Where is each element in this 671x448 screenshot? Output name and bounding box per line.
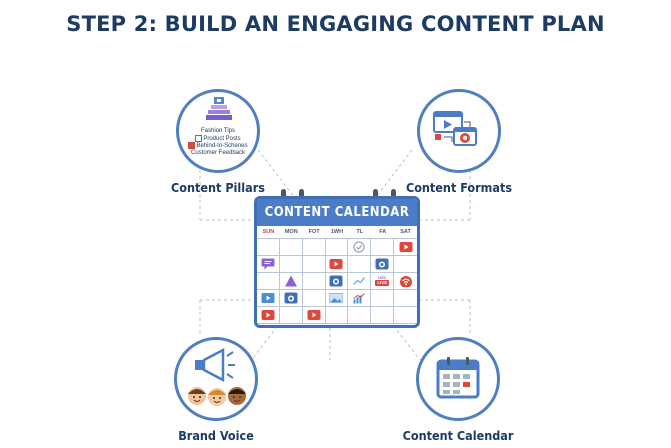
calendar-cell[interactable] <box>394 256 417 273</box>
calendar-cell[interactable] <box>325 307 349 324</box>
calendar-cell[interactable] <box>394 239 417 256</box>
calendar-cell[interactable] <box>394 273 417 290</box>
calendar-cell[interactable]: LIRC LIVE <box>371 273 395 290</box>
pillar-item: Product Posts <box>179 135 257 144</box>
live-badge-top: LIRC <box>378 276 387 280</box>
megaphone-icon <box>195 348 235 382</box>
image-icon <box>329 293 343 303</box>
video-screen-icon <box>261 293 275 303</box>
pillar-item: Behind-In-Schenes <box>179 142 257 151</box>
calendar-cell[interactable] <box>302 239 326 256</box>
pillar-stack-icon <box>206 97 232 120</box>
page-title: STEP 2: BUILD AN ENGAGING CONTENT PLAN <box>66 12 605 36</box>
calendar-cell[interactable] <box>348 256 372 273</box>
live-badge-text: LIVE <box>375 280 390 286</box>
calendar-cell[interactable] <box>257 239 280 256</box>
video-play-icon <box>261 310 275 320</box>
pillar-item: Customer Feedback <box>190 150 246 156</box>
camera-icon <box>284 292 298 304</box>
weekday-label: TL <box>356 229 364 235</box>
content-formats-node <box>417 89 501 173</box>
calendar-cell[interactable] <box>302 307 326 324</box>
calendar-cell[interactable] <box>279 307 303 324</box>
checkbox-icon <box>195 135 203 142</box>
calendar-cell[interactable] <box>302 290 326 307</box>
calendar-ring <box>281 189 286 201</box>
content-calendar-node <box>416 337 500 421</box>
live-badge: LIRC LIVE <box>375 276 390 286</box>
calendar-cell[interactable] <box>348 290 372 307</box>
video-play-icon <box>399 242 413 252</box>
calendar-cell[interactable] <box>371 256 395 273</box>
audience-faces-icon <box>188 387 246 406</box>
weekday-label: FA <box>379 229 387 235</box>
calendar-title: CONTENT CALENDAR <box>257 199 417 226</box>
calendar-cell[interactable] <box>371 290 395 307</box>
calendar-cell[interactable] <box>348 307 372 324</box>
calendar-cell[interactable] <box>279 273 303 290</box>
calendar-cell[interactable] <box>257 307 280 324</box>
check-circle-icon <box>353 241 365 253</box>
calendar-cell[interactable] <box>394 307 417 324</box>
checkbox-icon <box>188 142 196 149</box>
calendar-cell[interactable] <box>325 273 349 290</box>
broadcast-icon <box>399 276 412 287</box>
weekday-label: FOT <box>308 229 320 235</box>
content-calendar-label: Content Calendar <box>402 428 514 443</box>
calendar-ring <box>299 189 304 201</box>
calendar-cell[interactable] <box>279 290 303 307</box>
calendar-cell[interactable] <box>394 290 417 307</box>
calendar-cell[interactable] <box>325 239 349 256</box>
calendar-cell[interactable] <box>325 256 349 273</box>
calendar-cell[interactable] <box>302 256 326 273</box>
calendar-grid: LIRC LIVE <box>257 238 417 324</box>
content-calendar-board: CONTENT CALENDAR SUN MON FOT 1WH TL FA S… <box>254 196 420 328</box>
pillar-item: Fashion Tips <box>200 128 236 134</box>
calendar-cell[interactable] <box>257 273 280 290</box>
calendar-cell[interactable] <box>302 273 326 290</box>
content-formats-icon <box>433 111 477 146</box>
triangle-shape-icon <box>284 275 297 287</box>
calendar-cell[interactable] <box>348 239 372 256</box>
weekday-label: 1WH <box>330 229 344 235</box>
content-pillars-label: Content Pillars <box>171 180 265 195</box>
calendar-cell[interactable] <box>371 239 395 256</box>
calendar-cell[interactable] <box>257 256 280 273</box>
calendar-cell[interactable] <box>257 290 280 307</box>
weekday-header: SUN MON FOT 1WH TL FA SAT <box>257 226 417 238</box>
calendar-cell[interactable] <box>348 273 372 290</box>
calendar-icon <box>436 357 480 399</box>
weekday-label: SUN <box>262 229 275 235</box>
trend-line-icon <box>353 277 366 286</box>
calendar-cell[interactable] <box>325 290 349 307</box>
weekday-label: SAT <box>400 229 411 235</box>
video-play-icon <box>329 259 343 269</box>
brand-voice-node <box>174 337 258 421</box>
calendar-cell[interactable] <box>371 307 395 324</box>
brand-voice-label: Brand Voice <box>178 428 254 443</box>
calendar-ring <box>391 189 396 201</box>
bar-chart-icon <box>353 293 366 304</box>
content-formats-label: Content Formats <box>405 180 513 195</box>
calendar-ring <box>373 189 378 201</box>
chat-bubble-icon <box>261 258 275 270</box>
calendar-cell[interactable] <box>279 256 303 273</box>
calendar-cell[interactable] <box>279 239 303 256</box>
video-play-icon <box>307 310 321 320</box>
weekday-label: MON <box>284 229 298 235</box>
content-pillars-node: Fashion Tips Product Posts Behind-In-Sch… <box>176 89 260 173</box>
camera-icon <box>329 275 343 287</box>
camera-icon <box>375 258 389 270</box>
